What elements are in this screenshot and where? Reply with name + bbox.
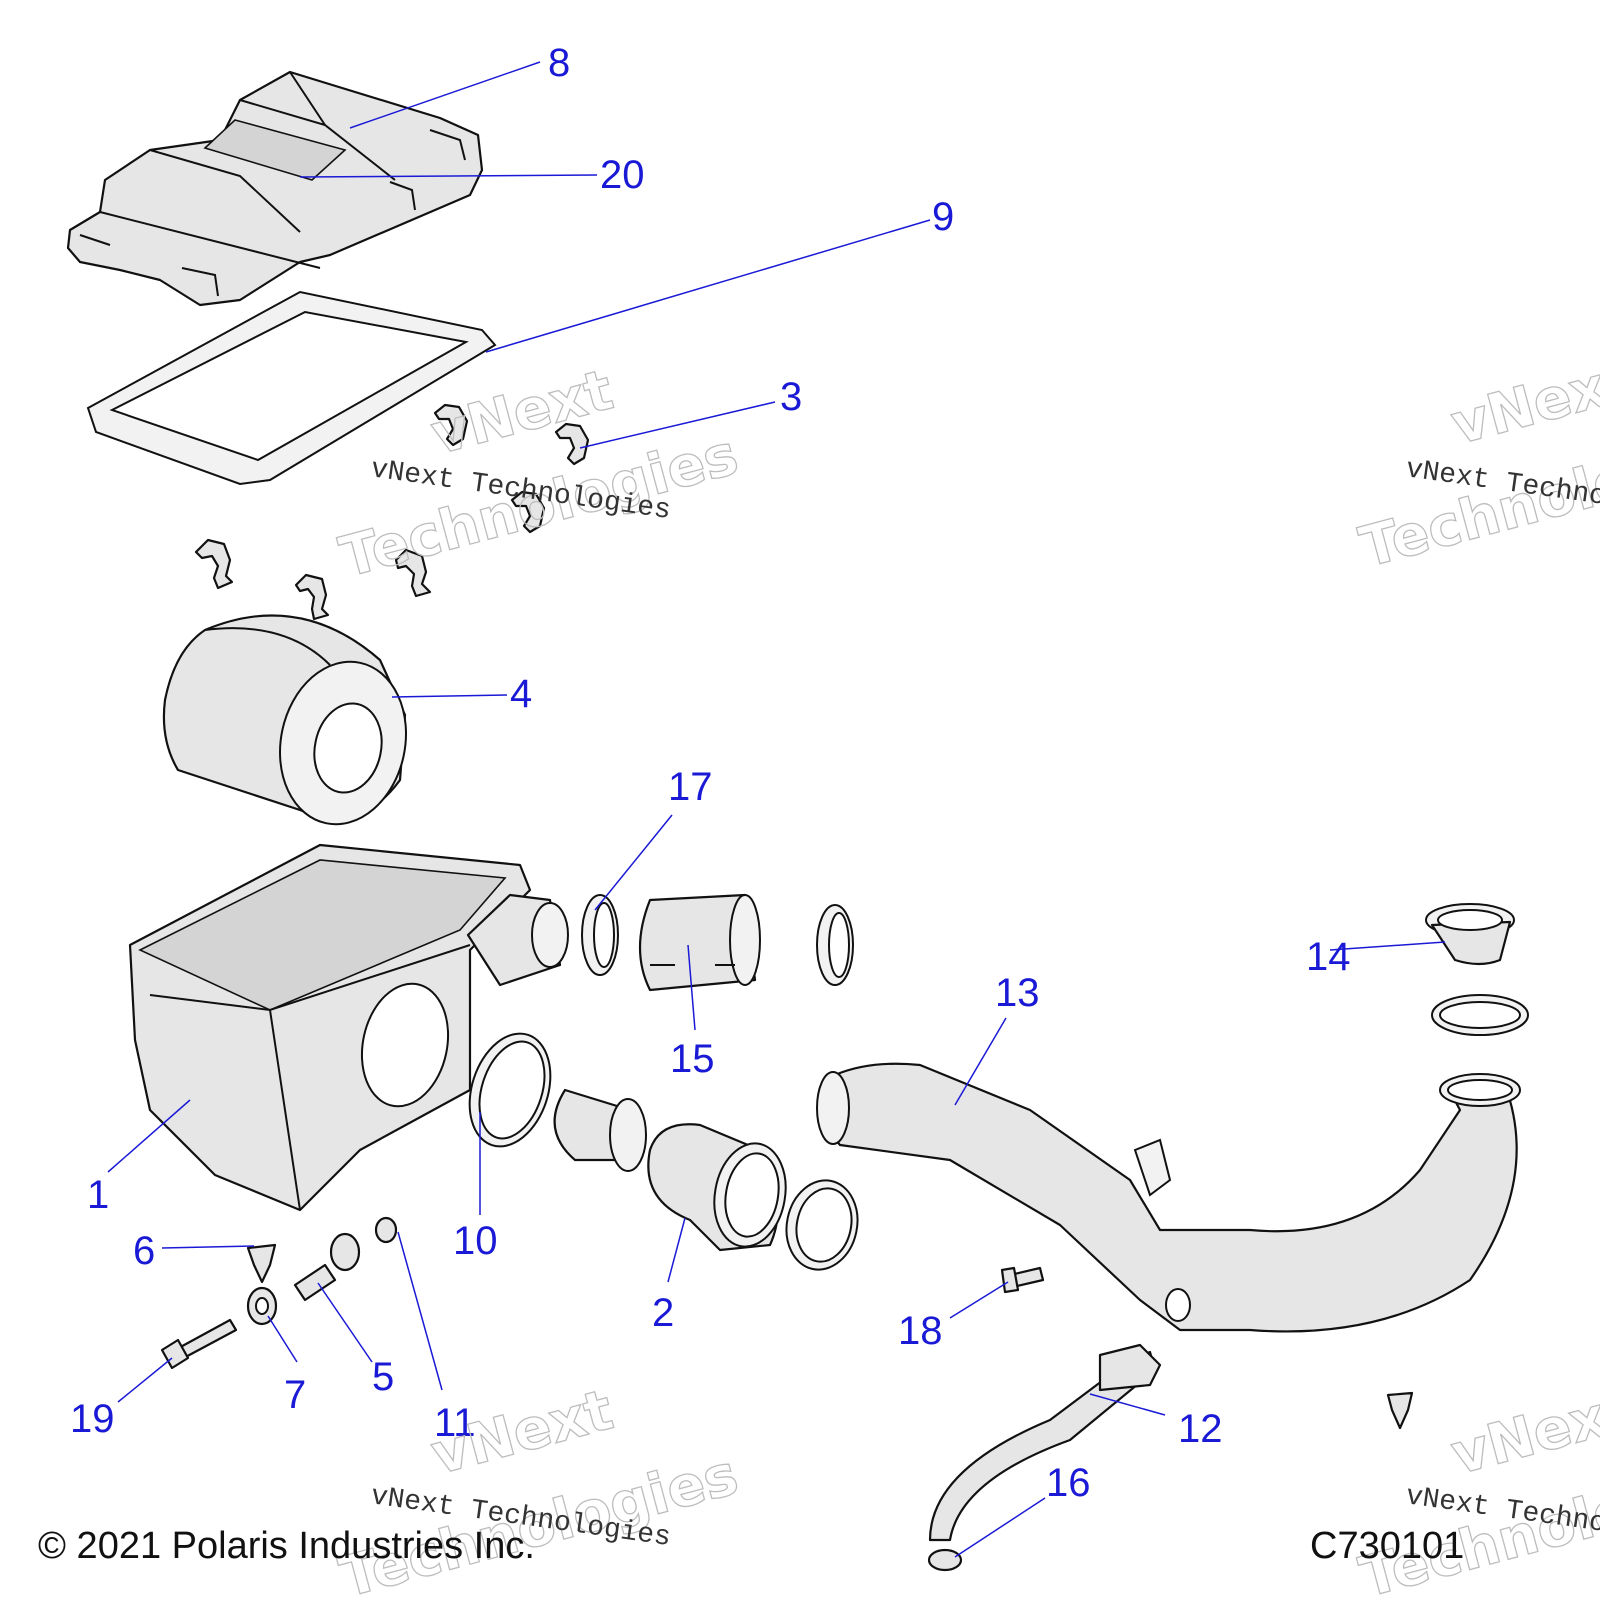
part-5-sleeve <box>293 1263 337 1302</box>
callout-labels: 8 20 9 3 4 17 15 13 14 1 6 10 2 18 12 16… <box>70 41 1351 1505</box>
part-9-gasket <box>86 290 497 486</box>
callout-18: 18 <box>898 1309 943 1353</box>
part-7-grommet <box>246 1286 278 1326</box>
callout-16: 16 <box>1046 1461 1091 1505</box>
watermark-bottom-right-line1: vNext <box>1445 1378 1600 1488</box>
part-3-clips <box>194 403 590 621</box>
part-11-grommet <box>374 1216 398 1244</box>
callout-1: 1 <box>87 1173 109 1217</box>
part-8-airbox-cover <box>66 70 484 307</box>
callout-19: 19 <box>70 1397 115 1441</box>
drawing-code: C730101 <box>1310 1525 1464 1567</box>
callout-20: 20 <box>600 153 645 197</box>
callout-14: 14 <box>1306 935 1351 979</box>
clamp-boot <box>1431 994 1529 1036</box>
part-6-push-pin <box>246 1243 277 1284</box>
callout-15: 15 <box>670 1037 715 1081</box>
watermark-top-left-line1: vNext <box>425 358 620 468</box>
sleeve-middle <box>553 1088 647 1172</box>
callout-11: 11 <box>434 1401 476 1445</box>
copyright-notice: © 2021 Polaris Industries Inc. <box>38 1525 535 1567</box>
part-16-small-clamp <box>927 1548 963 1572</box>
leader-lines <box>107 61 1446 1558</box>
callout-10: 10 <box>453 1219 498 1263</box>
callout-12: 12 <box>1178 1407 1223 1451</box>
callout-4: 4 <box>510 672 532 716</box>
callout-7: 7 <box>284 1373 306 1417</box>
part-2-adapter <box>647 1123 787 1252</box>
part-4-air-filter <box>162 614 407 826</box>
part-13-intake-duct <box>816 1062 1521 1333</box>
callout-13: 13 <box>995 971 1040 1015</box>
callout-5: 5 <box>372 1355 394 1399</box>
part-18-bolt <box>1000 1266 1045 1294</box>
part-12-drain-tube <box>928 1343 1162 1542</box>
part-17-clamp <box>581 894 619 976</box>
clamp-upper-right <box>816 904 854 986</box>
callout-8: 8 <box>548 41 570 85</box>
part-15-coupler <box>638 893 761 992</box>
watermark-bottom-left-line1: vNext <box>425 1378 620 1488</box>
part-14-boot <box>1425 903 1515 966</box>
callout-17: 17 <box>668 765 713 809</box>
callout-3: 3 <box>780 375 802 419</box>
grommet-near-5 <box>329 1232 361 1272</box>
part-10-clamp <box>468 1032 552 1148</box>
watermark-top-right-line1: vNext <box>1445 348 1600 458</box>
callout-6: 6 <box>133 1229 155 1273</box>
part-19-long-bolt <box>160 1318 238 1370</box>
push-pin-lower-right <box>1386 1391 1414 1430</box>
part-1-airbox-base <box>128 843 569 1212</box>
callout-9: 9 <box>932 195 954 239</box>
clamp-lower <box>785 1179 859 1271</box>
callout-2: 2 <box>652 1291 674 1335</box>
